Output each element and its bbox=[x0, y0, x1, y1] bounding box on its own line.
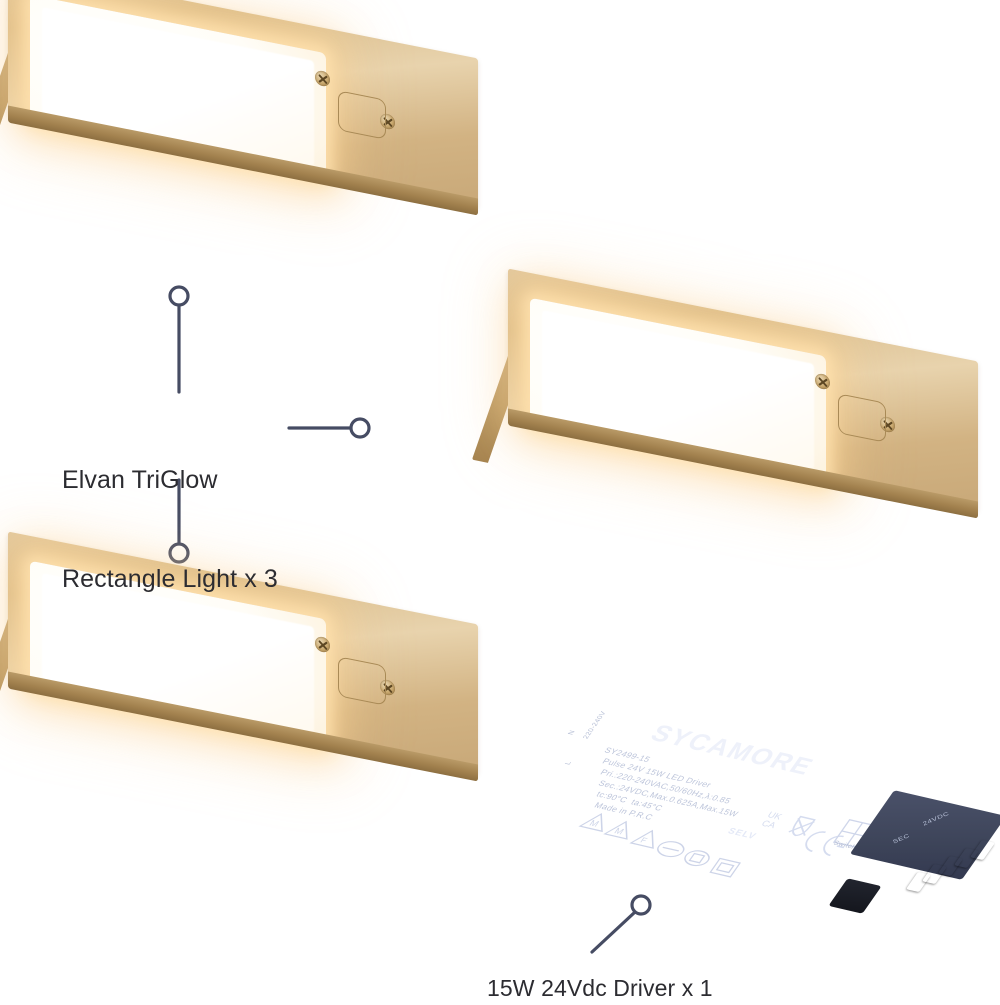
leader-dot-top bbox=[168, 285, 190, 307]
svg-text:M: M bbox=[612, 826, 625, 836]
svg-text:F: F bbox=[639, 835, 650, 844]
led-driver-unit: SYCAMORE SY2499-15 Pulse 24V 15W LED Dri… bbox=[520, 690, 1000, 940]
light-fixture-2 bbox=[471, 268, 978, 519]
leader-dot-middle bbox=[349, 417, 371, 439]
svg-text:M: M bbox=[588, 819, 601, 829]
light-callout-line-2: Rectangle Light x 3 bbox=[62, 565, 278, 593]
driver-callout-label: 15W 24Vdc Driver x 1 bbox=[487, 975, 713, 1001]
driver-input-connector bbox=[828, 878, 882, 914]
light-fixture-1 bbox=[0, 0, 478, 216]
light-callout-line-1: Elvan TriGlow bbox=[62, 466, 218, 494]
light-callout-label: Elvan TriGlow Rectangle Light x 3 bbox=[62, 398, 278, 662]
